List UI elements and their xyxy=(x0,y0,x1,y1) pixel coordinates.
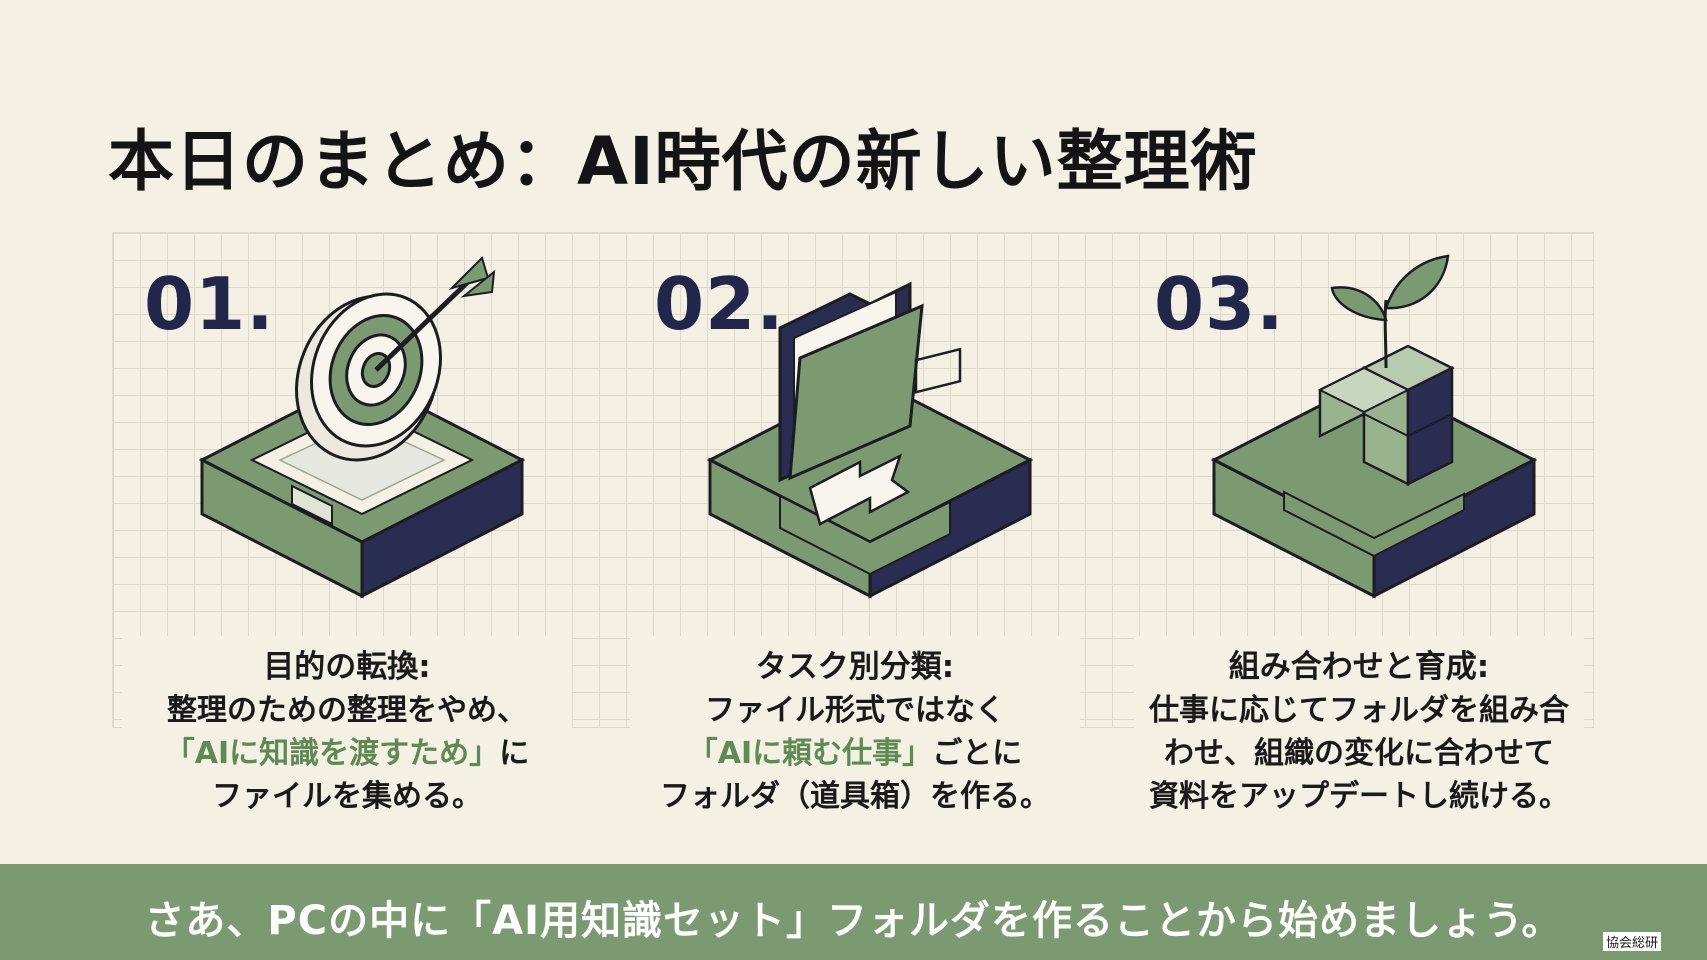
step-number: 03. xyxy=(1154,262,1285,346)
footer-banner: さあ、PCの中に「AI用知識セット」フォルダを作ることから始めましょう。 xyxy=(0,864,1707,960)
card-text: 目的の転換: 整理のための整理をやめ、 「AIに知識を渡すため」に ファイルを集… xyxy=(122,636,572,826)
card-line: わせ、組織の変化に合わせて xyxy=(1164,736,1554,771)
summary-card-2: 02. タスク別分類: ファイル形式ではなく 「AIに頼む仕事」ごとに フォルダ… xyxy=(620,232,1120,832)
sprout-icon xyxy=(1210,254,1538,599)
highlight-text: 「AIに知識を渡すため」 xyxy=(164,736,500,771)
summary-card-1: 01. 目的の転換: 整理のための整理をやめ、 「AIに知識を渡すため」に ファ… xyxy=(112,232,612,832)
target-icon xyxy=(198,256,526,599)
footer-message: さあ、PCの中に「AI用知識セット」フォルダを作ることから始めましょう。 xyxy=(144,898,1563,944)
highlight-text: 「AIに頼む仕事」 xyxy=(687,736,933,771)
card-heading: タスク別分類: xyxy=(755,649,955,685)
step-number: 01. xyxy=(144,262,275,346)
card-line: 「AIに頼む仕事」ごとに xyxy=(687,736,1023,771)
card-line: ファイル形式ではなく xyxy=(705,693,1005,728)
watermark: 協会総研 xyxy=(1602,932,1661,951)
card-line: 仕事に応じてフォルダを組み合 xyxy=(1149,693,1569,728)
card-line: ファイルを集める。 xyxy=(212,779,482,814)
step-number: 02. xyxy=(654,262,785,346)
card-text: タスク別分類: ファイル形式ではなく 「AIに頼む仕事」ごとに フォルダ（道具箱… xyxy=(630,636,1080,826)
folder-icon xyxy=(706,281,1034,599)
card-heading: 組み合わせと育成: xyxy=(1228,649,1490,685)
card-line: 「AIに知識を渡すため」に xyxy=(164,736,530,771)
card-line: フォルダ（道具箱）を作る。 xyxy=(660,779,1050,814)
card-heading: 目的の転換: xyxy=(263,649,431,685)
card-line: 資料をアップデートし続ける。 xyxy=(1149,779,1569,814)
card-line: 整理のための整理をやめ、 xyxy=(167,693,527,728)
card-text: 組み合わせと育成: 仕事に応じてフォルダを組み合 わせ、組織の変化に合わせて 資… xyxy=(1134,636,1584,826)
slide-title: 本日のまとめ：AI時代の新しい整理術 xyxy=(108,123,1258,200)
summary-card-3: 03. 組み合わせと育成: 仕事に応じてフォルダを組み合 わせ、組織の変化に合わ… xyxy=(1124,232,1624,832)
